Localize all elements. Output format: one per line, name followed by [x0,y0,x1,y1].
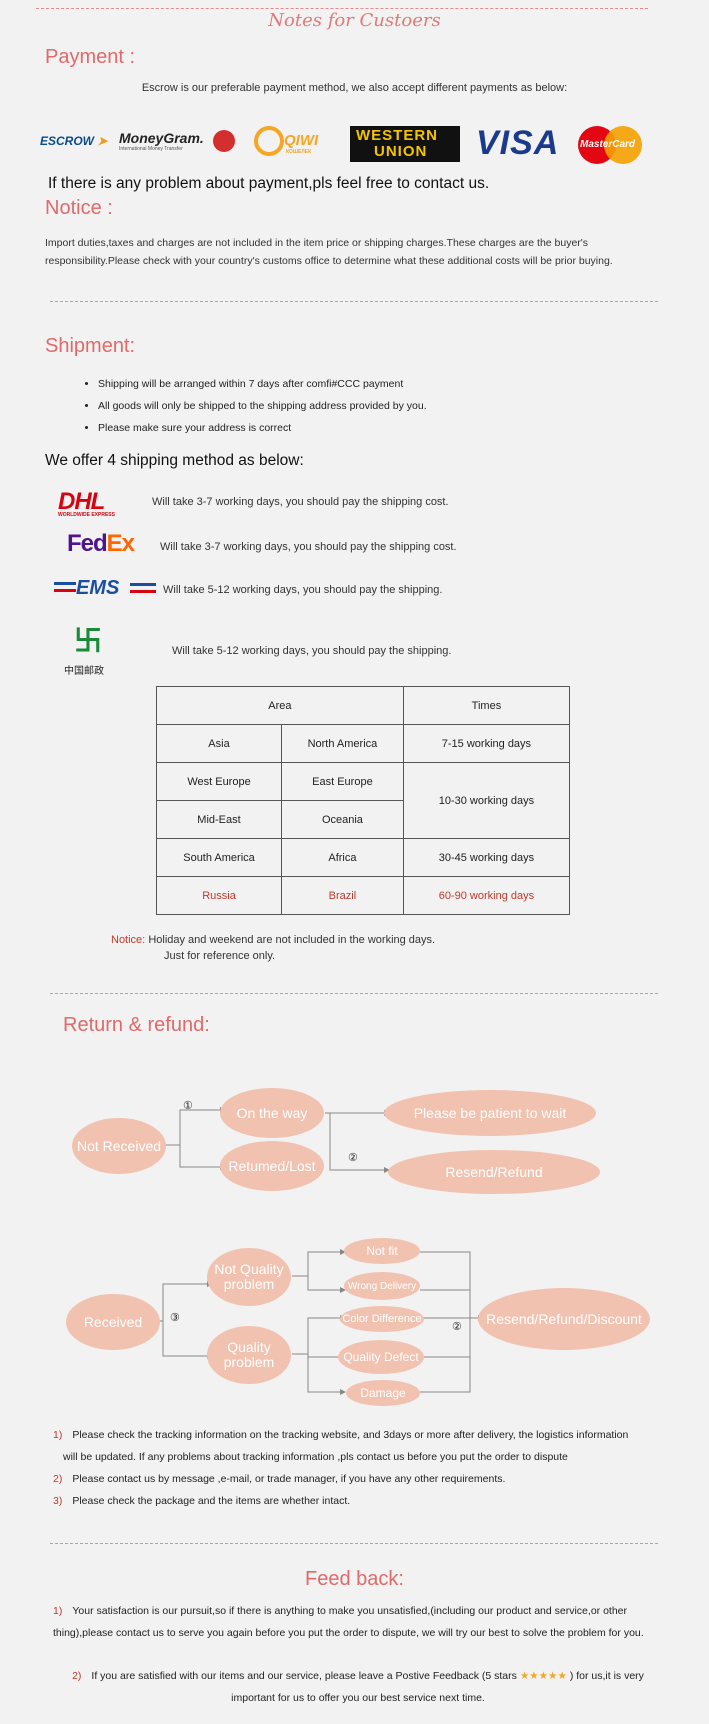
list-item: 2)Please contact us by message ,e-mail, … [53,1473,506,1485]
china-post-logo: 卐 中国邮政 [64,625,104,678]
qiwi-logo: QIWI КОШЕЛЕК [254,124,334,164]
node-wrong-delivery: Wrong Delivery [344,1272,420,1300]
ems-logo: EMS [54,577,156,603]
node-not-fit: Not fit [344,1238,420,1264]
feedback-p2: 2)If you are satisfied with our items an… [72,1670,644,1704]
step-marker-2b: ② [452,1321,462,1333]
payment-contact: If there is any problem about payment,pl… [48,175,490,192]
node-quality-defect: Quality Defect [338,1340,424,1374]
payment-intro: Escrow is our preferable payment method,… [141,82,568,94]
list-item: 3)Please check the package and the items… [53,1495,351,1507]
list-item: Shipping will be arranged within 7 days … [98,373,427,395]
node-resend-refund: Resend/Refund [388,1150,600,1194]
step-marker-1: ① [183,1100,193,1112]
shipping-method-chinapost: Will take 5-12 working days, you should … [172,645,452,657]
node-color-difference: Color Difference [340,1306,424,1332]
step-marker-3: ③ [170,1312,180,1324]
refund-notes: 1)Please check the tracking information … [53,1424,673,1512]
moneygram-logo: MoneyGram. International Money Transfer [119,130,239,160]
page-title: Notes for Custoers [268,10,441,31]
divider-1 [50,301,658,302]
visa-logo: VISA [476,124,560,162]
top-divider [36,8,648,9]
node-quality-problem: Quality problem [207,1326,291,1384]
dhl-logo: DHL WORLDWIDE EXPRESS [58,488,115,518]
fedex-logo: FedEx [67,530,135,557]
mastercard-logo: MasterCard [578,126,642,164]
notice-heading: Notice : [45,197,113,219]
shipping-method-ems: Will take 5-12 working days, you should … [163,584,443,596]
feedback-p1: 1)Your satisfaction is our pursuit,so if… [53,1605,644,1639]
shipping-method-dhl: Will take 3-7 working days, you should p… [152,496,449,508]
node-not-quality-problem: Not Quality problem [207,1248,291,1306]
five-stars-icon: ★★★★★ [519,1670,567,1682]
offer-heading: We offer 4 shipping method as below: [45,452,304,469]
china-post-icon: 卐 [74,625,103,656]
node-resend-refund-discount: Resend/Refund/Discount [478,1288,650,1350]
shipping-method-fedex: Will take 3-7 working days, you should p… [160,541,457,553]
node-damage: Damage [346,1380,420,1406]
shipping-notice-2: Just for reference only. [164,950,276,962]
escrow-logo: ESCROW ➤ [40,134,108,148]
payment-heading: Payment : [45,46,136,68]
refund-heading: Return & refund: [63,1014,210,1036]
shipping-notice: Notice: Holiday and weekend are not incl… [111,934,436,946]
list-item: Please make sure your address is correct [98,417,427,439]
node-returned-lost: Retumed/Lost [220,1141,324,1191]
divider-3 [50,1543,658,1544]
node-not-received: Not Received [72,1118,166,1174]
notice-text: Import duties,taxes and charges are not … [45,237,613,267]
shipment-heading: Shipment: [45,335,136,357]
feedback-heading: Feed back: [305,1568,404,1590]
list-item: 1)Please check the tracking information … [53,1429,629,1441]
divider-2 [50,993,658,994]
node-received: Received [66,1294,160,1350]
list-item: will be updated. If any problems about t… [63,1451,568,1463]
node-be-patient: Please be patient to wait [384,1090,596,1136]
step-marker-2: ② [348,1152,358,1164]
list-item: All goods will only be shipped to the sh… [98,395,427,417]
node-on-the-way: On the way [220,1088,324,1138]
shipment-bullets: Shipping will be arranged within 7 days … [80,373,427,439]
